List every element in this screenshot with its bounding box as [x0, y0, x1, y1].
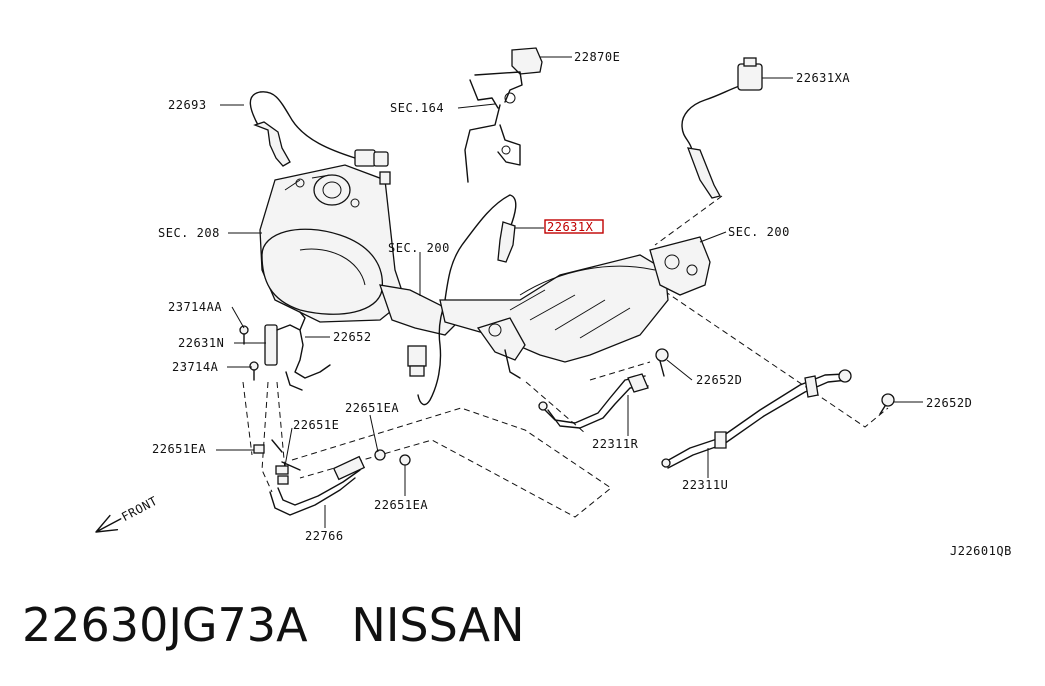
- front-arrow: FRONT: [95, 494, 160, 533]
- label-23714aa: 23714AA: [168, 300, 222, 314]
- label-22311u: 22311U: [682, 478, 728, 492]
- label-22651ea-bottom: 22651EA: [374, 498, 428, 512]
- label-22652: 22652: [333, 330, 372, 344]
- label-22652d-right: 22652D: [926, 396, 972, 410]
- label-sec208: SEC. 208: [158, 226, 220, 240]
- leader-lines: [216, 56, 923, 528]
- label-22766: 22766: [305, 529, 344, 543]
- label-22652d-mid: 22652D: [696, 373, 742, 387]
- label-22631n: 22631N: [178, 336, 224, 350]
- bolts-22652d: [655, 348, 895, 415]
- sensor-22693: [249, 91, 391, 185]
- tube-22766: [253, 439, 411, 516]
- label-22311r: 22311R: [592, 437, 639, 451]
- diagram-code: J22601QB: [950, 544, 1012, 558]
- main-catalyst: [439, 236, 711, 379]
- label-22651ea-left: 22651EA: [152, 442, 206, 456]
- brand-name: NISSAN: [351, 598, 525, 652]
- label-22651e: 22651E: [293, 418, 339, 432]
- sensor-22631xa: [681, 57, 763, 199]
- exhaust-parts-diagram: FRONT 22870E 22631XA SEC.164 22693 22631…: [95, 47, 1012, 558]
- sensor-22631n: [239, 311, 331, 391]
- label-22631x-highlighted[interactable]: 22631X: [547, 220, 594, 234]
- part-labels: 22870E 22631XA SEC.164 22693 22631X SEC.…: [152, 50, 1012, 558]
- bracket-sec164: [464, 47, 543, 183]
- front-label: FRONT: [119, 494, 160, 524]
- label-sec164: SEC.164: [390, 101, 444, 115]
- part-number: 22630JG73A: [22, 598, 308, 652]
- sensor-22631x: [407, 194, 517, 406]
- label-22693: 22693: [168, 98, 207, 112]
- highlight-box: [544, 219, 604, 234]
- label-sec200-mid: SEC. 200: [388, 241, 450, 255]
- tube-22311u: [661, 369, 852, 469]
- label-22870e: 22870E: [574, 50, 620, 64]
- label-22631xa: 22631XA: [796, 71, 850, 85]
- label-sec200-right: SEC. 200: [728, 225, 790, 239]
- label-22651ea-top: 22651EA: [345, 401, 399, 415]
- label-23714a: 23714A: [172, 360, 219, 374]
- part-caption: 22630JG73A NISSAN: [22, 598, 525, 652]
- front-catalyst: [259, 164, 461, 336]
- tube-22311r: [538, 373, 649, 429]
